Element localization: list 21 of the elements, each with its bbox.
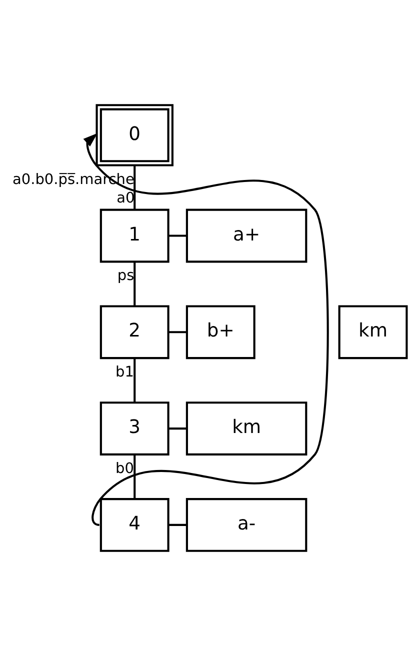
connector: [134, 262, 136, 306]
node-box: 4: [100, 497, 170, 552]
edge-label: b0: [116, 460, 134, 476]
node-box: a+: [186, 208, 308, 262]
edge-label: b1: [116, 364, 134, 380]
node-box: km: [338, 304, 408, 359]
connector: [168, 234, 187, 236]
node-box: km: [186, 401, 308, 455]
connector: [168, 330, 187, 333]
node-box: b+: [186, 304, 256, 359]
connector: [134, 358, 136, 402]
connector: [168, 427, 187, 430]
connector: [134, 165, 136, 210]
connector: [168, 523, 187, 526]
connector: [134, 454, 136, 498]
node-box: 2: [100, 304, 170, 359]
node-box: a-: [186, 497, 308, 552]
node-box: 3: [100, 401, 170, 455]
node-box: 0: [96, 104, 174, 166]
edge-label: ps: [117, 268, 134, 284]
node-box: 1: [100, 208, 170, 262]
